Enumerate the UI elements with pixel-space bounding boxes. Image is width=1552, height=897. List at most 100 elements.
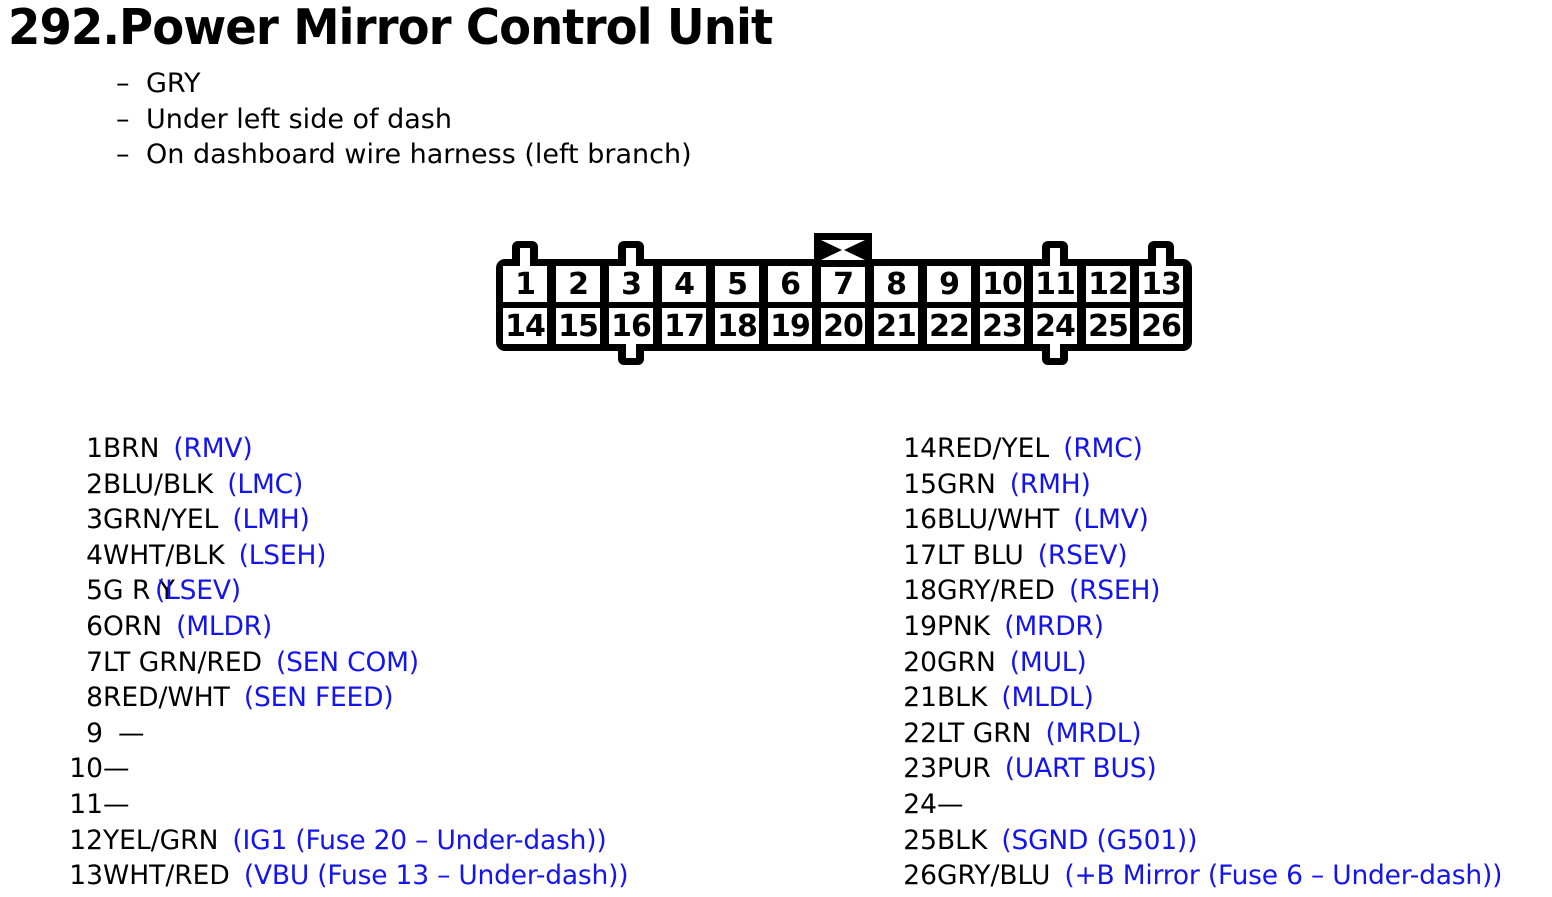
location-note: – GRY: [116, 66, 692, 102]
pin-number: 2: [86, 468, 103, 500]
pin-row-9: 9—: [69, 716, 628, 752]
pin-number: 25: [903, 824, 937, 856]
signal-name: (UART BUS): [1004, 753, 1157, 785]
connector-pin-19: 19: [768, 308, 812, 344]
signal-name: (LSEV): [154, 575, 241, 607]
signal-name: (LMV): [1073, 504, 1149, 536]
connector-pin-21: 21: [874, 308, 918, 344]
signal-name: (RMH): [1009, 468, 1091, 500]
location-note-text: Under left side of dash: [146, 103, 452, 135]
connector-pin-13: 13: [1139, 266, 1183, 302]
connector-pin-26: 26: [1139, 308, 1183, 344]
pin-number: 10: [69, 753, 103, 785]
wire-color: —: [118, 717, 145, 749]
mount-tab-slot: [1050, 248, 1060, 272]
mount-tab-slot: [1156, 248, 1166, 272]
connector-pin-12: 12: [1086, 266, 1130, 302]
pin-row-10: 10—: [69, 751, 628, 787]
wire-color: RED/YEL: [937, 433, 1050, 464]
pin-number: 18: [903, 575, 937, 607]
wire-color: GRN/YEL: [103, 504, 219, 536]
pin-number: 22: [903, 717, 937, 749]
location-note: – Under left side of dash: [116, 102, 692, 138]
wire-color: GRY/BLU: [937, 860, 1051, 892]
pin-row-24: 24—: [903, 787, 1502, 823]
pin-number: 23: [903, 753, 937, 785]
wire-color: GRY/RED: [937, 575, 1055, 607]
wire-color: YEL/GRN: [103, 824, 219, 856]
mount-tab-slot: [626, 248, 636, 272]
wire-color: GRN: [937, 646, 996, 678]
connector-pin-14: 14: [503, 308, 547, 344]
pin-number: 3: [86, 504, 103, 536]
mount-tab-slot: [520, 248, 530, 272]
signal-name: (RMC): [1063, 433, 1143, 464]
bullet-dash: –: [116, 103, 130, 135]
connector-pin-2: 2: [556, 266, 600, 302]
pin-number: 5: [86, 575, 103, 607]
wire-color: WHT/BLK: [103, 539, 225, 571]
wire-color: —: [103, 788, 130, 820]
connector-pin-8: 8: [874, 266, 918, 302]
key-notch-icon: [814, 233, 872, 267]
wire-color: PNK: [937, 610, 991, 642]
signal-name: (MUL): [1009, 646, 1087, 678]
wire-color: —: [937, 788, 964, 820]
pin-number: 17: [903, 539, 937, 571]
pin-number: 9: [86, 717, 103, 749]
pin-number: 13: [69, 860, 103, 892]
signal-name: (SGND (G501)): [1001, 824, 1198, 856]
pin-number: 20: [903, 646, 937, 678]
connector-pin-24: 24: [1033, 308, 1077, 344]
key-notch-bowtie-icon: [821, 240, 865, 260]
signal-name: (IG1 (Fuse 20 – Under-dash)): [232, 824, 607, 856]
bullet-dash: –: [116, 139, 130, 170]
wire-color: BRN: [103, 433, 160, 464]
pin-number: 1: [86, 433, 103, 464]
connector-pin-17: 17: [662, 308, 706, 344]
signal-name: (RSEH): [1068, 575, 1161, 607]
pin-number: 24: [903, 788, 937, 820]
signal-name: (MLDR): [176, 610, 273, 642]
signal-name: (LSEH): [238, 539, 327, 571]
wire-color: —: [103, 753, 130, 785]
pin-number: 12: [69, 824, 103, 856]
wire-color: RED/WHT: [103, 682, 230, 714]
signal-name: (SEN FEED): [243, 682, 394, 714]
wire-color: WHT/RED: [103, 860, 230, 892]
pin-number: 7: [86, 646, 103, 678]
wire-color: ORN: [103, 610, 163, 642]
wire-color: BLK: [937, 824, 988, 856]
connector-pin-22: 22: [927, 308, 971, 344]
connector-pin-18: 18: [715, 308, 759, 344]
connector-pin-6: 6: [768, 266, 812, 302]
wire-color: LT BLU: [937, 539, 1024, 571]
bullet-dash: –: [116, 68, 130, 99]
pin-number: 14: [903, 433, 937, 464]
connector-pin-25: 25: [1086, 308, 1130, 344]
pin-number: 21: [903, 682, 937, 714]
wire-color: LT GRN/RED: [103, 646, 262, 678]
signal-name: (MRDL): [1045, 717, 1142, 749]
signal-name: (SEN COM): [276, 646, 419, 678]
pin-number: 15: [903, 468, 937, 500]
